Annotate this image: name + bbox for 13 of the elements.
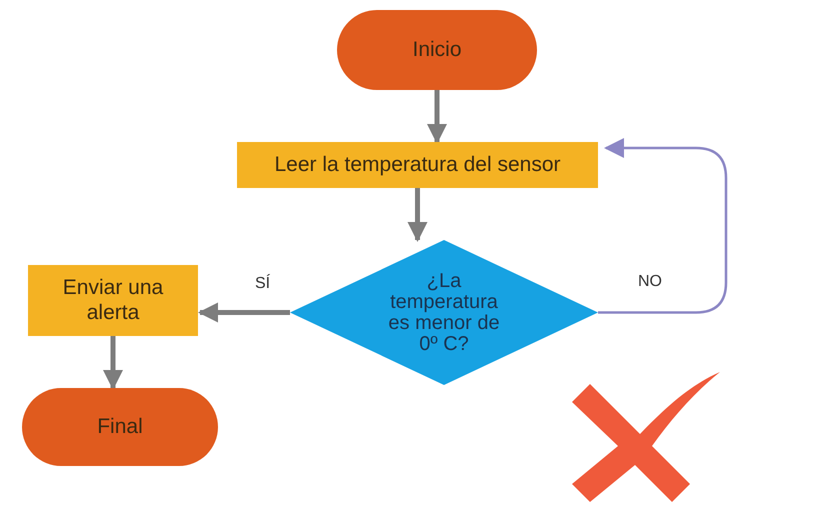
decision-diamond [290, 240, 598, 385]
node-text: Final [97, 414, 143, 440]
arrow [198, 302, 290, 322]
arrow [103, 336, 123, 390]
arrow [408, 188, 428, 242]
node-text: ¿La temperatura es menor de 0º C? [387, 270, 501, 354]
process-box [237, 142, 598, 188]
arrow [598, 138, 728, 314]
node-text: Inicio [412, 38, 462, 62]
node-text: Leer la temperatura del sensor [274, 152, 560, 178]
arrow [427, 90, 447, 144]
process-box [28, 265, 198, 336]
node-text: Enviar una alerta [62, 276, 164, 325]
